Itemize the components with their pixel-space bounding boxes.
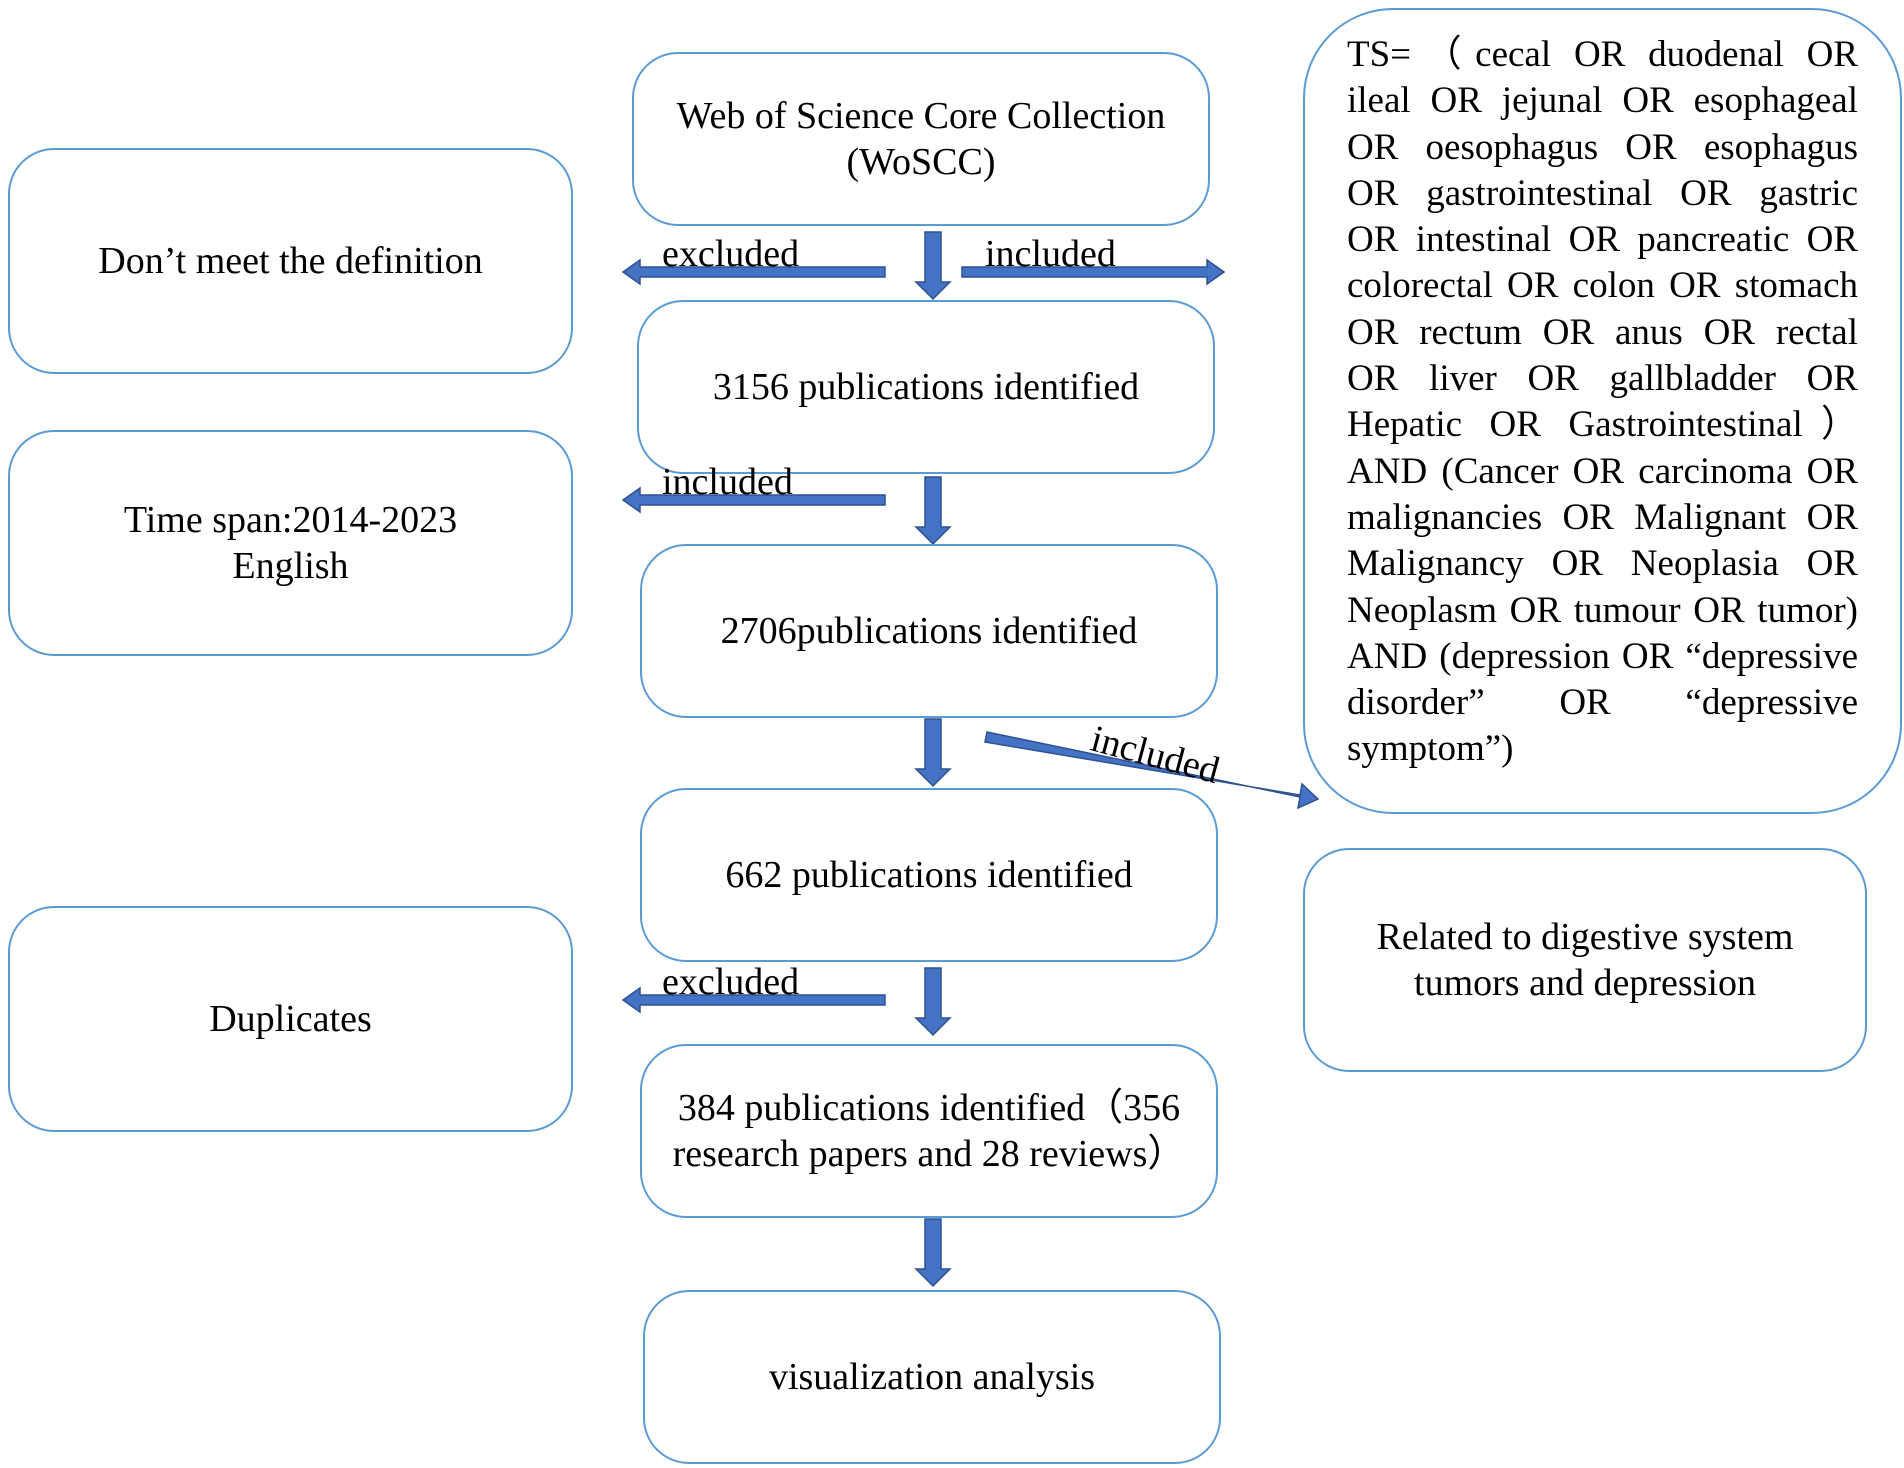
step-384-text: 384 publications identified（356 research…: [672, 1087, 1186, 1175]
down-arrow-1: [914, 231, 952, 301]
visualization-text: visualization analysis: [768, 1356, 1096, 1398]
step-3156-text: 3156 publications identified: [712, 366, 1140, 408]
woscc-text: Web of Science Core Collection (WoSCC): [676, 95, 1166, 183]
step-384-box: 384 publications identified（356 research…: [640, 1044, 1218, 1218]
definition-text: Don’t meet the definition: [98, 240, 483, 282]
down-arrow-3: [914, 718, 952, 788]
down-arrow-5: [914, 1218, 952, 1288]
step-662-box: 662 publications identified: [640, 788, 1218, 962]
time-span-box: Time span:2014-2023 English: [8, 430, 573, 656]
woscc-box: Web of Science Core Collection (WoSCC): [632, 52, 1210, 226]
down-arrow-2: [914, 476, 952, 546]
duplicates-text: Duplicates: [209, 998, 372, 1040]
excluded-label-2: excluded: [662, 961, 800, 1003]
included-label-2: included: [662, 461, 793, 503]
step-3156-box: 3156 publications identified: [637, 300, 1215, 474]
included-label-1: included: [985, 233, 1116, 275]
step-2706-box: 2706publications identified: [640, 544, 1218, 718]
topic-box: Related to digestive system tumors and d…: [1303, 848, 1867, 1072]
diagonal-arrow-included: [984, 731, 1320, 810]
left-arrow-excluded-2: [621, 986, 886, 1014]
left-arrow-included-1: [621, 486, 886, 514]
search-query-text: TS=（cecal OR duodenal OR ileal OR jejuna…: [1347, 34, 1858, 770]
step-662-text: 662 publications identified: [725, 854, 1133, 896]
search-query-box: TS=（cecal OR duodenal OR ileal OR jejuna…: [1303, 8, 1902, 814]
duplicates-box: Duplicates: [8, 906, 573, 1132]
excluded-label-1: excluded: [662, 233, 800, 275]
definition-box: Don’t meet the definition: [8, 148, 573, 374]
right-arrow-included-1: [961, 258, 1226, 286]
down-arrow-4: [914, 967, 952, 1037]
time-span-text: Time span:2014-2023 English: [123, 499, 458, 587]
visualization-box: visualization analysis: [643, 1290, 1221, 1464]
left-arrow-excluded-1: [621, 258, 886, 286]
step-2706-text: 2706publications identified: [720, 610, 1138, 652]
topic-text: Related to digestive system tumors and d…: [1376, 916, 1794, 1004]
